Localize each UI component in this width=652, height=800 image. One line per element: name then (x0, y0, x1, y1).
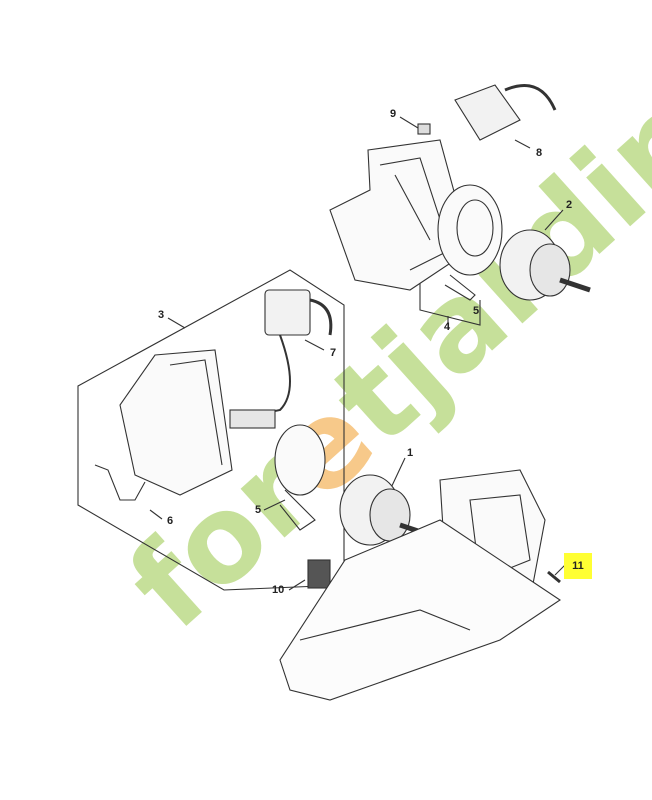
callout-9[interactable]: 9 (390, 108, 397, 120)
callout-3[interactable]: 3 (158, 309, 165, 321)
callout-5-upper[interactable]: 5 (473, 305, 480, 317)
callout-5-lower[interactable]: 5 (255, 504, 262, 516)
callout-8[interactable]: 8 (536, 147, 543, 159)
callout-2[interactable]: 2 (566, 199, 573, 211)
callout-6[interactable]: 6 (167, 515, 174, 527)
callout-10[interactable]: 10 (272, 584, 285, 596)
callout-4[interactable]: 4 (444, 321, 451, 333)
callout-11-highlighted[interactable]: 11 (564, 553, 592, 579)
callout-1[interactable]: 1 (407, 447, 414, 459)
callout-7[interactable]: 7 (330, 347, 337, 359)
